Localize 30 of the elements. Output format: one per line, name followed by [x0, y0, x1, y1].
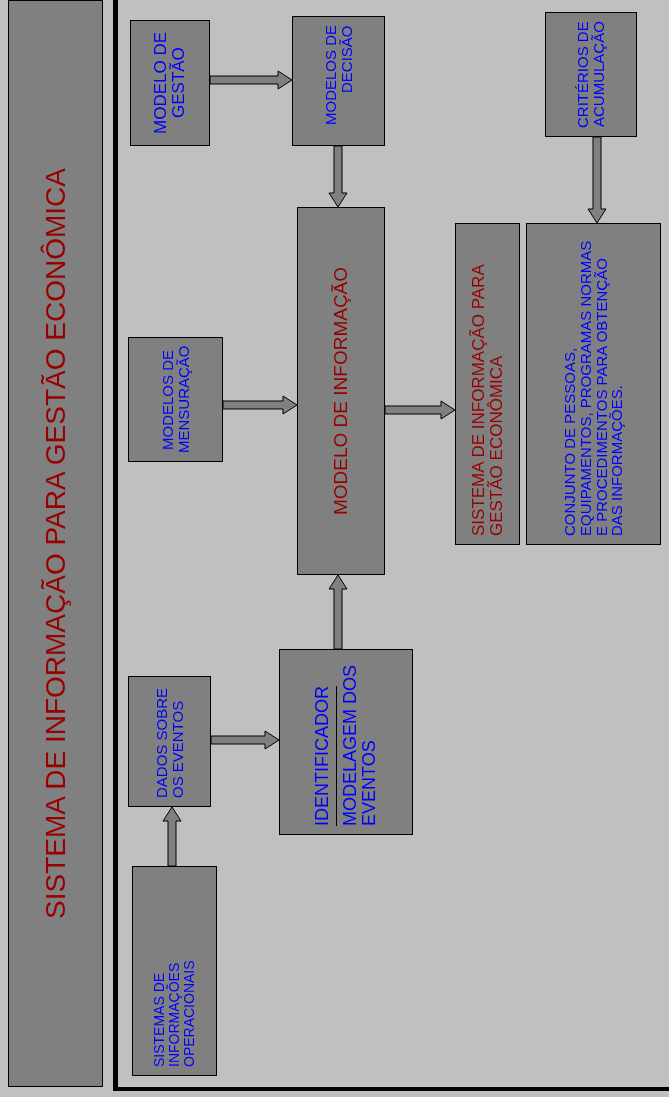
- box-label: MODELAGEM DOS EVENTOS: [339, 663, 380, 826]
- box-label: MODELO DE INFORMAÇÃO: [331, 266, 351, 516]
- process-box: [455, 223, 520, 545]
- box-label: MODELO DE GESTÃO: [152, 31, 188, 136]
- process-box: [130, 20, 210, 146]
- box-label: IDENTIFICADOR: [309, 686, 338, 826]
- process-box: [526, 223, 661, 545]
- box-label: MODELOS DE DECISÃO: [322, 25, 355, 128]
- block-arrow: [222, 395, 298, 415]
- block-arrow: [162, 806, 182, 867]
- block-arrow: [328, 145, 348, 208]
- diagram-title: SISTEMA DE INFORMAÇÃO PARA GESTÃO ECONÔMICA: [39, 168, 72, 919]
- box-label: SISTEMA DE INFORMAÇÃO PARA GESTÃO ECONÔMICA: [469, 263, 506, 536]
- box-label: DADOS SOBRE OS EVENTOS: [153, 686, 186, 798]
- block-arrow: [328, 574, 348, 650]
- box-label: CONJUNTO DE PESSOAS, EQUIPAMENTOS, PROGRAMAS NORMAS E PROCEDIMENTOS PARA OBTENÇÃO DAS INFORMAÇÕES.: [562, 239, 625, 536]
- process-box: [132, 866, 217, 1076]
- process-box: [297, 207, 385, 575]
- block-arrow: [209, 70, 293, 90]
- process-box: [279, 649, 413, 835]
- process-box: [292, 16, 385, 146]
- process-box: [128, 337, 223, 462]
- process-box: [128, 676, 211, 807]
- block-arrow: [587, 136, 607, 224]
- block-arrow: [384, 400, 456, 420]
- process-box: [545, 12, 637, 137]
- box-label: MODELOS DE MENSURAÇÃO: [159, 345, 192, 454]
- box-label: SISTEMAS DE INFORMAÇÕES OPERACIONAIS: [152, 959, 197, 1067]
- box-label: CRITÉRIOS DE ACUMULAÇÃO: [575, 21, 607, 128]
- block-arrow: [210, 730, 280, 750]
